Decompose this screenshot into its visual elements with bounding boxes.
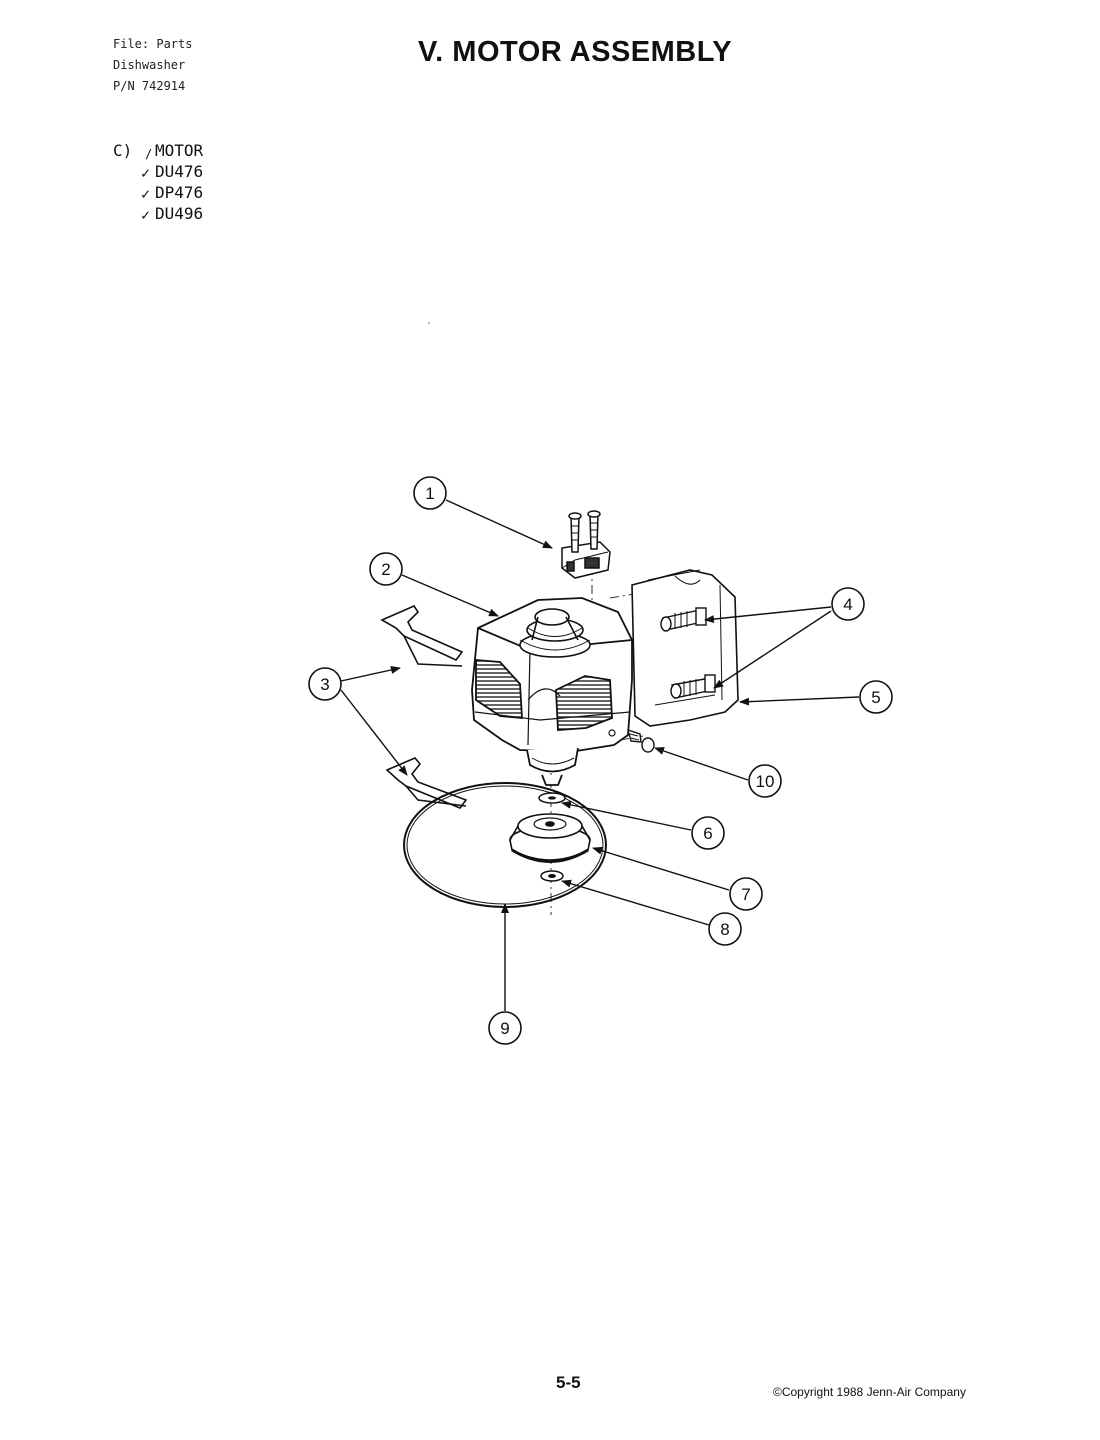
file-info: File: Parts Dishwasher P/N 742914 xyxy=(113,34,192,97)
model-number: DU496 xyxy=(155,204,204,223)
svg-text:6: 6 xyxy=(703,824,712,843)
page-number: 5-5 xyxy=(556,1373,581,1392)
callout-3: 3 xyxy=(308,667,342,701)
speck xyxy=(428,322,430,324)
motor-clip-upper xyxy=(380,604,464,667)
callout-9: 9 xyxy=(488,1011,522,1045)
file-line: P/N 742914 xyxy=(113,79,186,93)
model-number: DP476 xyxy=(155,183,204,202)
svg-text:1: 1 xyxy=(425,484,434,503)
svg-text:9: 9 xyxy=(500,1019,509,1038)
nut-hole xyxy=(548,874,556,878)
page-title: V. MOTOR ASSEMBLY xyxy=(418,36,733,68)
section-heading-text: MOTOR xyxy=(155,141,204,160)
svg-text:3: 3 xyxy=(320,675,329,694)
terminal-block xyxy=(561,510,611,579)
check-mark-icon: / xyxy=(145,147,153,161)
callout-leaders xyxy=(340,499,860,1011)
callout-5: 5 xyxy=(859,680,893,714)
motor-housing xyxy=(471,597,633,786)
check-mark-icon: ✓ xyxy=(141,185,151,203)
svg-text:5: 5 xyxy=(871,688,880,707)
model-item: ✓ DU476 xyxy=(141,161,204,182)
section-letter: C) xyxy=(113,141,133,160)
motor-bracket xyxy=(631,569,739,727)
svg-text:8: 8 xyxy=(720,920,729,939)
svg-text:4: 4 xyxy=(843,595,852,614)
drive-pulley xyxy=(509,813,591,863)
model-number: DU476 xyxy=(155,162,204,181)
file-line: File: Parts xyxy=(113,37,193,51)
callout-8: 8 xyxy=(708,912,742,946)
callout-1: 1 xyxy=(413,476,447,510)
section-heading: / MOTOR xyxy=(145,140,204,161)
model-item: ✓ DP476 xyxy=(141,182,204,203)
callout-4: 4 xyxy=(831,587,865,621)
bracket-screw xyxy=(626,728,655,753)
callout-10: 10 xyxy=(748,764,782,798)
svg-text:10: 10 xyxy=(756,772,775,791)
washer-hole xyxy=(548,796,556,800)
check-mark-icon: ✓ xyxy=(141,206,151,224)
copyright: ©Copyright 1988 Jenn-Air Company xyxy=(773,1385,966,1399)
model-list: / MOTOR ✓ DU476 ✓ DP476 ✓ DU496 xyxy=(141,140,204,224)
mounting-bolt-lower xyxy=(670,674,716,699)
check-mark-icon: ✓ xyxy=(141,164,151,182)
svg-text:2: 2 xyxy=(381,560,390,579)
model-item: ✓ DU496 xyxy=(141,203,204,224)
callout-2: 2 xyxy=(369,552,403,586)
file-line: Dishwasher xyxy=(113,58,186,72)
svg-text:7: 7 xyxy=(741,885,750,904)
callout-7: 7 xyxy=(729,877,763,911)
motor-top-pulley xyxy=(519,608,591,658)
callout-6: 6 xyxy=(691,816,725,850)
